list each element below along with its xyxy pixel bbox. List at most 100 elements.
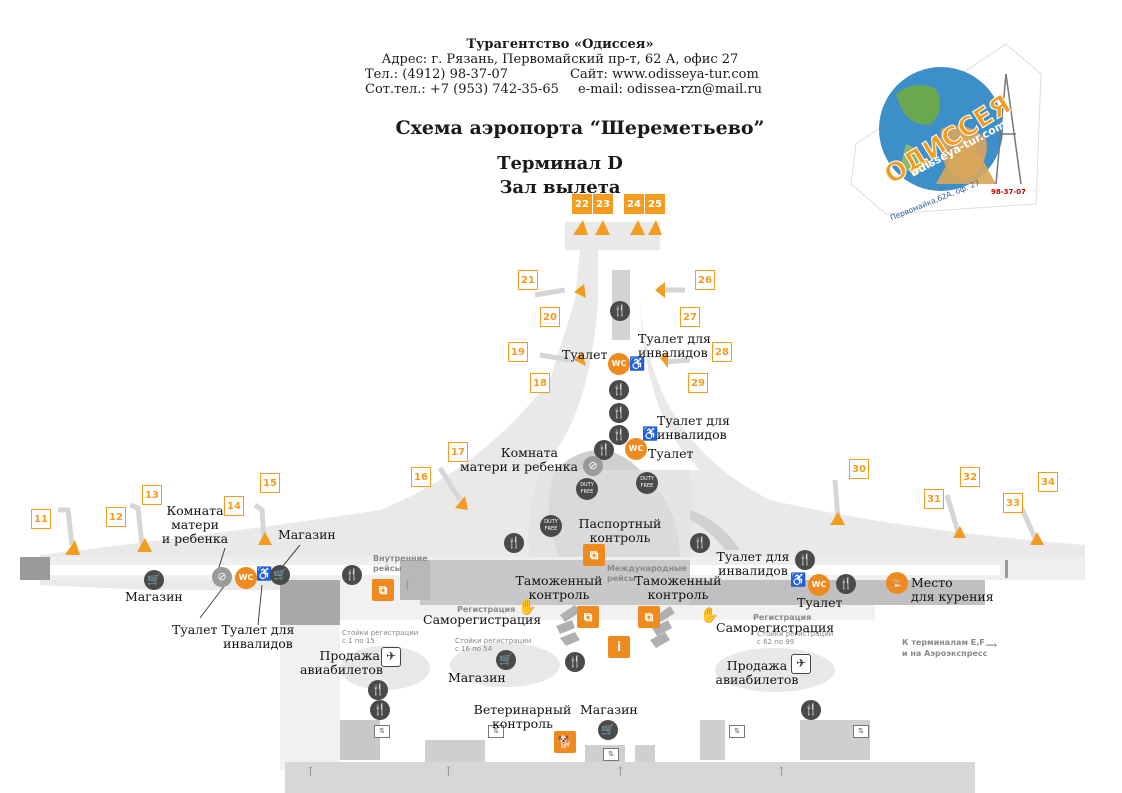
label-mother-room-line-1: Комната <box>500 445 558 460</box>
gate-22: 22 <box>572 194 592 214</box>
wc-icon: WC <box>608 353 630 375</box>
lift-icon: ⇅ <box>374 725 390 738</box>
gate-14: 14 <box>224 496 244 516</box>
odisseya-logo: ОДИССЕЯ odisseya-tur.com Первомайка,62А,… <box>850 43 1042 222</box>
checkin-desks-1-line-1: Стойки регистрации <box>342 629 419 637</box>
label-shop: Магазин <box>278 527 336 542</box>
lift-icon: ⇅ <box>603 748 619 761</box>
wc-icon: WC <box>625 438 647 460</box>
label-toilet: Туалет <box>797 595 843 610</box>
restaurant-icon: 🍴 <box>836 574 856 594</box>
up-arrow-icon: ↑ <box>443 765 454 780</box>
label-toilet: Туалет <box>562 347 608 362</box>
restaurant-icon: 🍴 <box>370 700 390 720</box>
restaurant-icon: 🍴 <box>609 403 629 423</box>
gate-11: 11 <box>31 509 51 529</box>
restaurant-icon: 🍴 <box>801 700 821 720</box>
label-smoking-line-1: Место <box>911 575 953 590</box>
restaurant-icon: 🍴 <box>609 425 629 445</box>
restaurant-icon: 🍴 <box>609 380 629 400</box>
gate-12: 12 <box>106 507 126 527</box>
shop-icon: 🛒 <box>144 570 164 590</box>
label-mother-room-left-line-2: матери <box>171 517 219 532</box>
self-checkin-icon: ✋ <box>700 606 719 624</box>
shop-icon: 🛒 <box>496 650 516 670</box>
duty-free-label-1: DUTY <box>580 482 594 488</box>
gate-23: 23 <box>593 194 613 214</box>
label-passport-control-line-2: контроль <box>589 530 651 545</box>
label-customs-left-line-2: контроль <box>528 587 590 602</box>
label-toilet-disabled-line-1: Туалет для <box>638 331 711 346</box>
disabled-icon: ♿ <box>642 427 659 442</box>
gate-33: 33 <box>1003 493 1023 513</box>
gate-20: 20 <box>540 307 560 327</box>
label-mother-room-line-2: матери и ребенка <box>459 459 578 474</box>
restaurant-icon: 🍴 <box>594 440 614 460</box>
mother-room-icon: ⊘ <box>583 456 603 476</box>
agency-site: Сайт: www.odisseya-tur.com <box>570 67 759 82</box>
label-shop: Магазин <box>448 670 506 685</box>
duty-free-label-1: DUTY <box>640 476 654 482</box>
gate-25: 25 <box>645 194 665 214</box>
label-toilet-disabled-line-1: Туалет для <box>221 622 295 637</box>
disabled-icon: ♿ <box>256 567 273 582</box>
agency-phone: Тел.: (4912) 98-37-07 <box>365 67 509 82</box>
label-ticket-sales-line-2: авиабилетов <box>300 662 383 677</box>
smoking-area-icon: 🚬 <box>886 572 908 594</box>
gate-15: 15 <box>260 473 280 493</box>
label-toilet-disabled-line-1: Туалет для <box>657 413 730 428</box>
label-shop: Магазин <box>580 702 638 717</box>
agency-email: e-mail: odissea-rzn@mail.ru <box>578 82 763 97</box>
gate-18: 18 <box>530 373 550 393</box>
customs-control-icon: ⧉ <box>577 606 599 628</box>
gate-17: 17 <box>448 442 468 462</box>
international-flights-line-1: Международные <box>607 564 687 573</box>
ticket-sales-icon: ✈ <box>381 647 401 667</box>
lift-icon: ⇅ <box>488 725 504 738</box>
up-arrow-icon: ↑ <box>776 765 787 780</box>
duty-free-label-1: DUTY <box>544 519 558 525</box>
info-icon: i <box>608 636 630 658</box>
label-toilet-disabled-line-1: Туалет для <box>716 549 790 564</box>
checkin-desks-3-line-1: Стойки регистрации <box>757 630 834 638</box>
international-flights-line-2: рейсы <box>607 574 636 583</box>
agency-name: Турагентство «Одиссея» <box>466 37 654 52</box>
wc-icon: WC <box>808 574 830 596</box>
label-ticket-sales-line-1: Продажа <box>319 648 380 663</box>
registration-label: Регистрация <box>753 613 812 622</box>
shop-icon: 🛒 <box>598 720 618 740</box>
mother-room-icon: ⊘ <box>212 567 232 587</box>
checkin-desks-1-line-2: с 1 по 15 <box>342 637 375 645</box>
agency-address: Адрес: г. Рязань, Первомайский пр-т, 62 … <box>381 52 739 67</box>
label-toilet: Туалет <box>648 446 694 461</box>
label-customs-left-line-1: Таможенный <box>515 573 603 588</box>
label-toilet-disabled-line-2: инвалидов <box>657 427 727 442</box>
gate-19: 19 <box>508 342 528 362</box>
label-vet-control-line-1: Ветеринарный <box>473 702 572 717</box>
label-toilet: Туалет <box>172 622 218 637</box>
label-toilet-disabled-line-2: инвалидов <box>223 636 293 651</box>
shop-icon: 🛒 <box>270 565 290 585</box>
label-smoking-line-2: для курения <box>911 589 994 604</box>
gate-31: 31 <box>924 489 944 509</box>
registration-label: Регистрация <box>457 605 516 614</box>
ticket-sales-icon: ✈ <box>791 654 811 674</box>
duty-free-label-2: FREE <box>640 483 654 489</box>
gate-21: 21 <box>518 270 538 290</box>
checkin-desks-3-line-2: с 62 по 99 <box>757 638 795 646</box>
label-ticket-sales-line-1: Продажа <box>726 658 788 673</box>
